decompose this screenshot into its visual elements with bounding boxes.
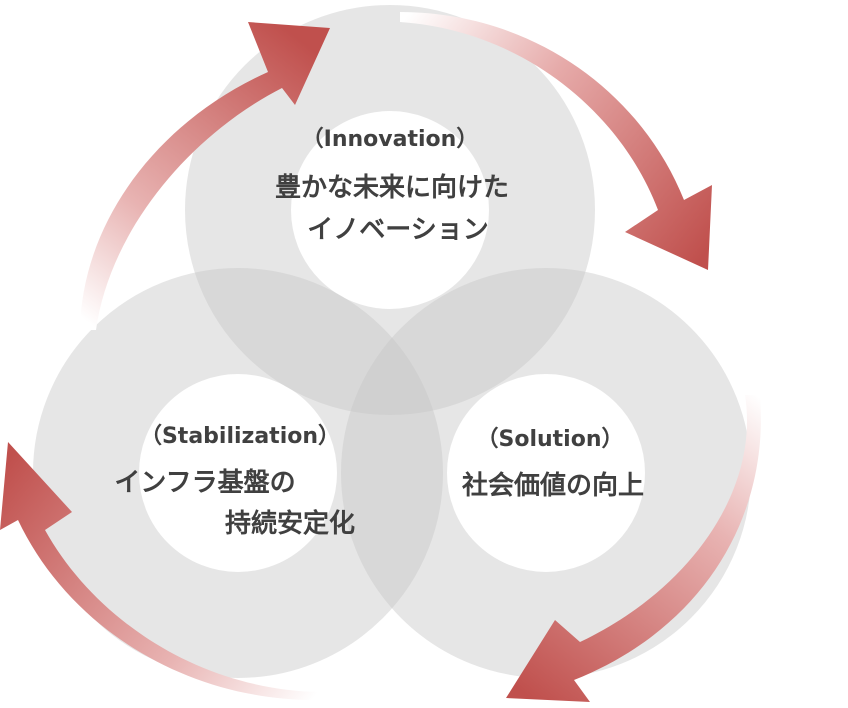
- arrow-down-right: [400, 12, 712, 270]
- arrow-down-left: [506, 395, 761, 702]
- solution-label: （Solution） 社会価値の向上: [462, 427, 644, 501]
- solution-line1: 社会価値の向上: [462, 470, 644, 501]
- stabilization-line1: インフラ基盤の: [114, 468, 295, 498]
- stabilization-subtitle: （Stabilization）: [140, 424, 340, 449]
- innovation-subtitle: （Innovation）: [302, 127, 479, 152]
- solution-ring: [341, 268, 751, 678]
- innovation-line1: 豊かな未来に向けた: [275, 172, 509, 203]
- stabilization-line2: 持続安定化: [225, 508, 355, 539]
- arrows: [0, 12, 761, 702]
- innovation-label: （Innovation） 豊かな未来に向けた イノベーション: [275, 127, 509, 245]
- solution-subtitle: （Solution）: [477, 427, 624, 452]
- arrow-up-right: [80, 22, 330, 330]
- innovation-ring: [185, 5, 595, 415]
- innovation-line2: イノベーション: [307, 215, 488, 245]
- stabilization-ring: [33, 268, 443, 678]
- stabilization-label: （Stabilization） インフラ基盤の 持続安定化: [114, 424, 355, 539]
- rings: [33, 5, 751, 678]
- arrow-up-left: [0, 442, 320, 701]
